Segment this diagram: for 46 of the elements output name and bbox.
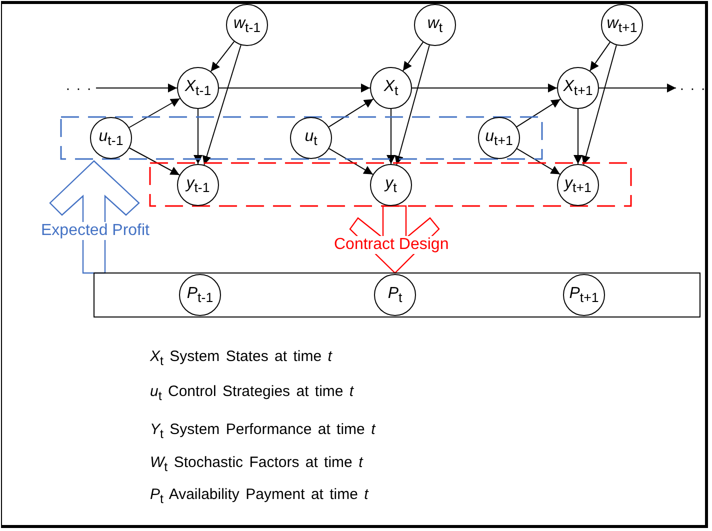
node-circle: y$_{t+1}$ xyxy=(557,164,599,206)
node-circle: u$_{t}$ xyxy=(290,117,332,159)
node-circle: y$_{t}$ xyxy=(370,164,412,206)
node-circle: y$_{t-1}$ xyxy=(177,164,219,206)
arrow xyxy=(590,42,610,72)
arrow xyxy=(202,44,242,166)
node-circle: P$_{t-1}$ xyxy=(179,274,221,316)
node-circle: X$_{t-1}$ xyxy=(177,67,219,109)
arrow xyxy=(394,44,430,166)
key-entry: Y$_{t}$ System Performance at time t xyxy=(150,421,376,441)
dashed-group-outline xyxy=(61,117,542,159)
arrow xyxy=(128,98,180,128)
arrow xyxy=(516,148,560,175)
arrow xyxy=(194,108,202,164)
key-entry: X$_{t}$ System States at time t xyxy=(150,348,332,368)
node-circle: X$_{t+1}$ xyxy=(557,67,599,109)
key-entry: P$_{t}$ Availability Payment at time t xyxy=(150,486,368,506)
arrow xyxy=(129,148,180,176)
arrow xyxy=(516,98,561,128)
ellipsis-text: · · · xyxy=(676,78,710,98)
arrow xyxy=(210,41,235,72)
arrow xyxy=(328,148,374,175)
arrow xyxy=(328,98,374,128)
node-circle: u$_{t-1}$ xyxy=(90,117,132,159)
arrow xyxy=(218,84,370,92)
payment-band xyxy=(94,273,700,317)
edge-label: Contract Design xyxy=(333,236,450,254)
node-circle: P$_{t+1}$ xyxy=(563,274,605,316)
arrow xyxy=(386,108,396,164)
node-circle: u$_{t+1}$ xyxy=(478,117,520,159)
key-entry: W$_{t}$ Stochastic Factors at time t xyxy=(150,454,363,474)
arrow xyxy=(598,84,676,92)
dashed-group-outline xyxy=(150,163,631,206)
arrow xyxy=(574,108,582,164)
arrow xyxy=(402,42,424,72)
key-entry: u$_{t}$ Control Strategies at time t xyxy=(150,383,354,403)
arrow xyxy=(582,44,617,166)
node-circle: P$_{t}$ xyxy=(374,274,416,316)
node-circle: w$_{t-1}$ xyxy=(226,4,268,46)
node-circle: X$_{t}$ xyxy=(370,67,412,109)
node-circle: w$_{t+1}$ xyxy=(601,4,643,46)
node-circle: w$_{t}$ xyxy=(414,4,456,46)
arrow xyxy=(96,84,178,92)
edge-label: Expected Profit xyxy=(40,222,150,240)
arrow xyxy=(412,84,558,92)
ellipsis-text: · · · xyxy=(62,78,96,98)
